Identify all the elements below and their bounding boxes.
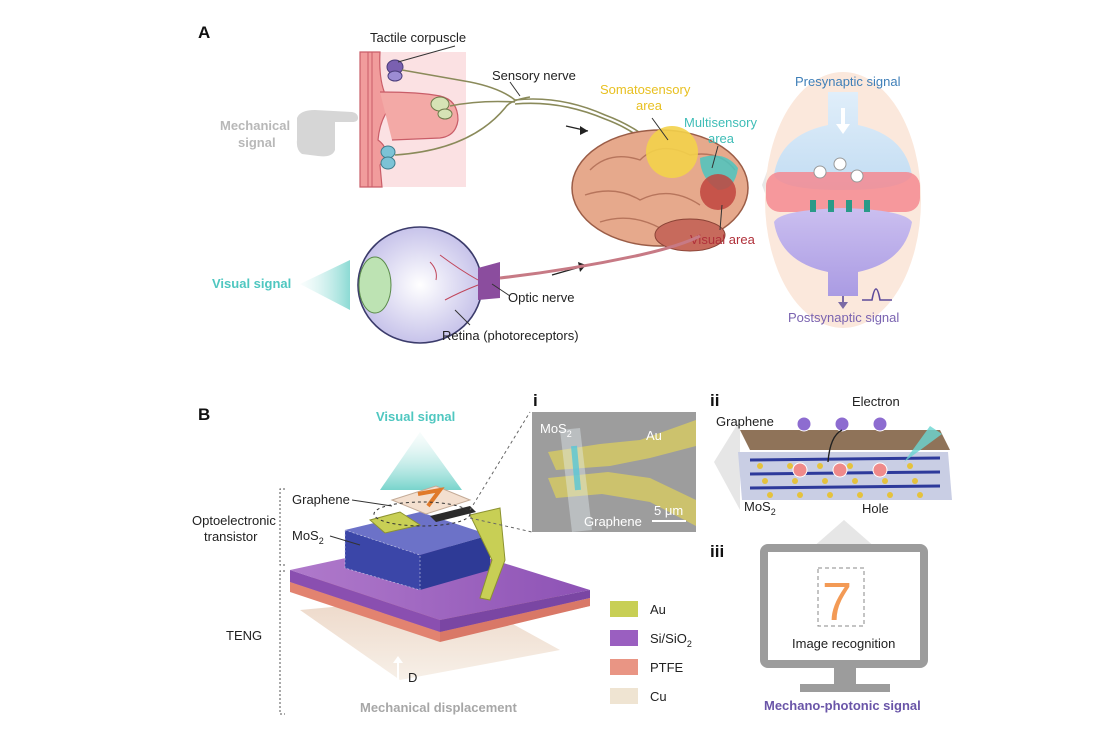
somatosensory-label-2: area xyxy=(636,98,663,113)
lattice-schematic xyxy=(738,416,952,500)
optic-nerve-fiber xyxy=(499,234,701,280)
teng-label: TENG xyxy=(226,628,262,643)
visual-beam-b-icon xyxy=(380,432,462,490)
hand-icon xyxy=(296,110,358,157)
tactile-corpuscle-label: Tactile corpuscle xyxy=(370,30,466,45)
postsynaptic-label: Postsynaptic signal xyxy=(788,310,899,325)
mechanical-signal-label-1: Mechanical xyxy=(220,118,290,133)
somatosensory-label-1: Somatosensory xyxy=(600,82,691,97)
sensory-nerve-fibers xyxy=(394,69,661,156)
inset-i-scale-label: 5 μm xyxy=(654,503,683,518)
synapse-illustration xyxy=(765,72,921,328)
image-recognition-label: Image recognition xyxy=(792,636,895,651)
graphene-label: Graphene xyxy=(292,492,350,507)
legend-label-cu: Cu xyxy=(650,689,667,704)
inset-ii-wedge xyxy=(714,420,740,510)
monitor-icon xyxy=(760,544,928,692)
inset-i-au-label: Au xyxy=(646,428,662,443)
mechano-photonic-label: Mechano-photonic signal xyxy=(764,698,921,713)
brain-illustration xyxy=(571,126,749,252)
legend-label-si: Si/SiO2 xyxy=(650,631,692,649)
visual-signal-label-b: Visual signal xyxy=(376,409,455,424)
recognized-digit: 7 xyxy=(822,572,852,632)
visual-signal-label-a: Visual signal xyxy=(212,276,291,291)
sem-image xyxy=(532,412,696,532)
legend-swatch-ptfe xyxy=(610,659,638,675)
sensory-nerve-label: Sensory nerve xyxy=(492,68,576,83)
visual-beam-icon xyxy=(300,260,350,310)
visual-area-label: Visual area xyxy=(690,232,756,247)
legend-label-au: Au xyxy=(650,602,666,617)
legend: Au Si/SiO2 PTFE Cu xyxy=(610,601,692,704)
legend-swatch-si xyxy=(610,630,638,646)
inset-ii-hole-label: Hole xyxy=(862,501,889,516)
presynaptic-label: Presynaptic signal xyxy=(795,74,901,89)
panel-b-letter: B xyxy=(198,405,210,424)
inset-i-graphene-label: Graphene xyxy=(584,514,642,529)
inset-i-mos2-label: MoS2 xyxy=(540,421,572,439)
au-electrodes xyxy=(368,506,506,601)
opto-label-1: Optoelectronic xyxy=(192,513,276,528)
mos2-label: MoS2 xyxy=(292,528,324,546)
inset-iii-letter: iii xyxy=(710,542,724,561)
opto-label-2: transistor xyxy=(204,529,258,544)
inset-ii-mos2-label: MoS2 xyxy=(744,499,776,517)
eye-illustration xyxy=(357,226,500,344)
d-label: D xyxy=(408,670,417,685)
multisensory-label-1: Multisensory xyxy=(684,115,757,130)
mechanical-signal-label-2: signal xyxy=(238,135,276,150)
inset-ii-electron-label: Electron xyxy=(852,394,900,409)
multisensory-label-2: area xyxy=(708,131,735,146)
legend-label-ptfe: PTFE xyxy=(650,660,684,675)
mech-displacement-label: Mechanical displacement xyxy=(360,700,517,715)
inset-i-letter: i xyxy=(533,391,538,410)
retina-label: Retina (photoreceptors) xyxy=(442,328,579,343)
inset-ii-letter: ii xyxy=(710,391,719,410)
graphene-flake xyxy=(390,485,472,515)
optic-nerve-label: Optic nerve xyxy=(508,290,574,305)
legend-swatch-cu xyxy=(610,688,638,704)
panel-a-letter: A xyxy=(198,23,210,42)
inset-ii-graphene-label: Graphene xyxy=(716,414,774,429)
legend-swatch-au xyxy=(610,601,638,617)
zoom-ellipse xyxy=(373,501,471,527)
